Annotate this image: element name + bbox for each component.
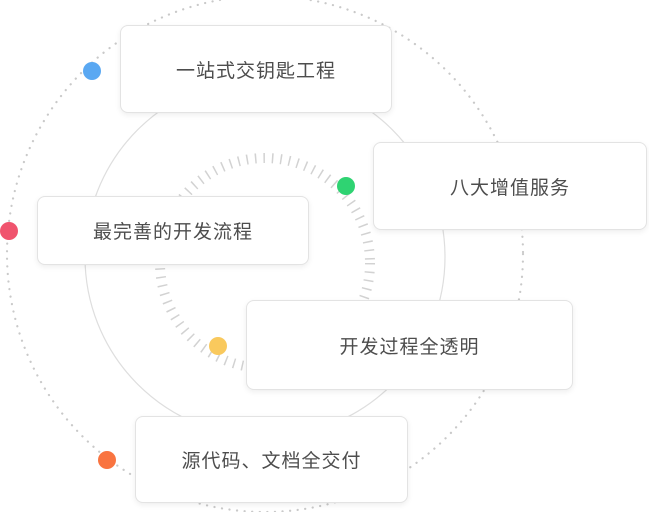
feature-dot-green xyxy=(337,177,355,195)
feature-card-dev-process: 最完善的开发流程 xyxy=(37,196,309,265)
feature-label-value-added-services: 八大增值服务 xyxy=(449,176,570,199)
inner-tick-ring xyxy=(155,153,375,373)
feature-dot-yellow xyxy=(209,337,227,355)
feature-label-turnkey: 一站式交钥匙工程 xyxy=(175,59,336,82)
feature-card-turnkey: 一站式交钥匙工程 xyxy=(120,25,392,113)
feature-label-transparency: 开发过程全透明 xyxy=(339,335,480,358)
feature-card-full-delivery: 源代码、文档全交付 xyxy=(135,416,408,503)
feature-card-transparency: 开发过程全透明 xyxy=(246,300,573,390)
feature-label-full-delivery: 源代码、文档全交付 xyxy=(181,450,362,472)
feature-dot-blue xyxy=(83,62,101,80)
feature-label-dev-process: 最完善的开发流程 xyxy=(92,221,253,243)
outer-dotted-ring xyxy=(5,0,525,512)
feature-dot-red xyxy=(0,222,18,240)
feature-card-value-added-services: 八大增值服务 xyxy=(373,142,647,230)
feature-dot-orange xyxy=(98,451,116,469)
